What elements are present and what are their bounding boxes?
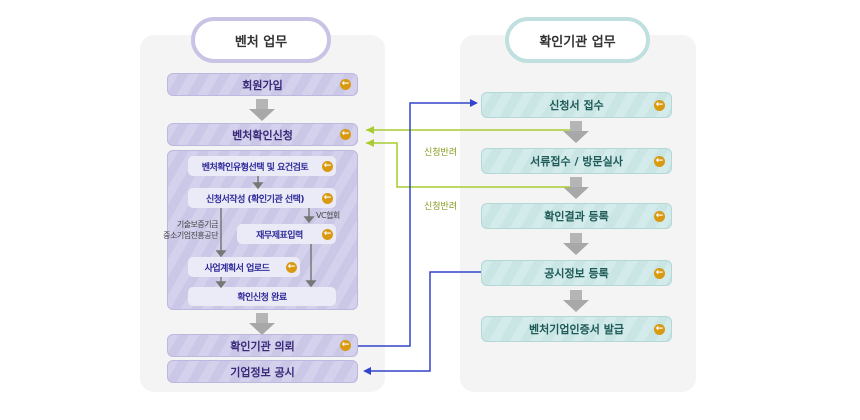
step-register-result-label: 확인결과 등록 — [544, 210, 609, 223]
arrow-left-circle-icon[interactable]: ← — [322, 193, 333, 204]
step-register-public[interactable]: 공시정보 등록 ← — [481, 260, 672, 286]
step-register-public-label: 공시정보 등록 — [544, 267, 609, 280]
agency-title: 확인기관 업무 — [539, 34, 616, 50]
arrow-left-circle-icon[interactable]: ← — [654, 156, 665, 167]
arrow-left-circle-icon[interactable]: ← — [654, 324, 665, 335]
step-request-agency-label: 확인기관 의뢰 — [230, 339, 295, 353]
substep-complete-label: 확인신청 완료 — [237, 293, 287, 303]
down-arrow-icon — [249, 99, 275, 121]
arrow-left-circle-icon[interactable]: ← — [322, 229, 333, 240]
substep-write-form-label: 신청서작성 (확인기관 선택) — [205, 194, 305, 205]
agency-label-kibo: 기술보증기금 — [176, 220, 219, 229]
arrow-left-circle-icon[interactable]: ← — [340, 340, 351, 351]
arrow-left-circle-icon[interactable]: ← — [654, 211, 665, 222]
substep-write-form[interactable]: 신청서작성 (확인기관 선택) — [188, 188, 336, 208]
step-apply[interactable]: 벤처확인신청 ← — [167, 123, 358, 146]
step-review[interactable]: 서류접수 / 방문실사 ← — [481, 148, 672, 174]
step-receive-label: 신청서 접수 — [549, 99, 604, 112]
arrow-left-circle-icon[interactable]: ← — [286, 262, 297, 273]
forward-line-request — [358, 102, 472, 347]
substep-finance-input[interactable]: 재무제표입력 — [237, 224, 336, 244]
down-arrow-icon — [563, 121, 589, 143]
return-line-2 — [366, 142, 570, 188]
step-issue-cert[interactable]: 벤처기업인증서 발급 ← — [481, 316, 672, 342]
step-join[interactable]: 회원가입 ← — [167, 73, 358, 96]
substep-plan-upload-label: 사업계획서 업로드 — [204, 263, 270, 274]
arrow-left-circle-icon[interactable]: ← — [654, 268, 665, 279]
substep-plan-upload[interactable]: 사업계획서 업로드 — [188, 257, 300, 277]
forward-line-publish — [370, 271, 481, 372]
venture-header: 벤처 업무 — [191, 17, 331, 63]
step-review-label: 서류접수 / 방문실사 — [530, 155, 623, 168]
substep-type-select[interactable]: 벤처확인유형선택 및 요건검토 — [188, 156, 336, 176]
step-receive[interactable]: 신청서 접수 ← — [481, 92, 672, 118]
return-arrowhead-2 — [366, 139, 374, 147]
step-join-label: 회원가입 — [242, 78, 283, 92]
step-publish-label: 기업정보 공시 — [230, 365, 295, 379]
step-request-agency[interactable]: 확인기관 의뢰 ← — [167, 334, 358, 357]
agency-label-sbc: 중소기업진흥공단 — [163, 231, 218, 240]
down-arrow-icon — [563, 177, 589, 199]
substep-finance-input-label: 재무제표입력 — [256, 230, 303, 241]
arrow-left-circle-icon[interactable]: ← — [322, 161, 333, 172]
forward-arrowhead-publish — [363, 367, 371, 375]
step-publish[interactable]: 기업정보 공시 — [167, 360, 358, 383]
return-label-1: 신청반려 — [424, 148, 458, 158]
agency-header: 확인기관 업무 — [505, 17, 650, 63]
step-issue-cert-label: 벤처기업인증서 발급 — [529, 323, 624, 336]
forward-arrowhead-request — [470, 99, 478, 107]
venture-title: 벤처 업무 — [234, 34, 288, 50]
agency-label-group: 기술보증기금 중소기업진흥공단 — [142, 219, 218, 241]
down-arrow-icon — [563, 290, 589, 312]
arrow-left-circle-icon[interactable]: ← — [654, 100, 665, 111]
substep-type-select-label: 벤처확인유형선택 및 요건검토 — [201, 162, 309, 173]
down-arrow-icon — [249, 313, 275, 335]
arrow-left-circle-icon[interactable]: ← — [340, 79, 351, 90]
step-register-result[interactable]: 확인결과 등록 ← — [481, 203, 672, 229]
step-apply-label: 벤처확인신청 — [232, 128, 293, 142]
substep-complete[interactable]: 확인신청 완료 — [188, 287, 336, 306]
agency-label-vc: VC협회 — [316, 211, 340, 220]
return-label-2: 신청반려 — [424, 202, 458, 212]
arrow-left-circle-icon[interactable]: ← — [340, 129, 351, 140]
down-arrow-icon — [563, 233, 589, 255]
return-arrowhead-1 — [366, 126, 374, 134]
